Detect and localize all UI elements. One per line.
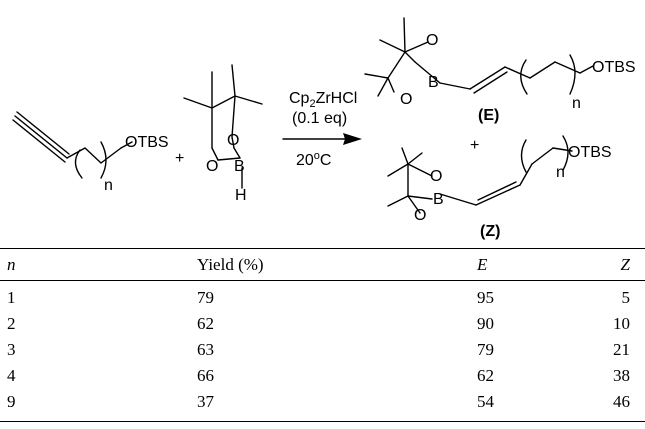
cell-yield: 63 [197,340,214,359]
product-E-boron: B [428,74,439,91]
reagent-hydrogen: H [235,187,247,204]
reaction-scheme: OTBS n + O O B H Cp2ZrHCl (0.1 eq) 20oC … [12,17,636,240]
cell-n: 9 [7,392,16,411]
table-row: 4 66 62 38 [0,363,645,389]
product-E-otbs-label: OTBS [592,59,636,76]
product-E-oxygen-bottom: O [400,91,412,108]
product-Z-otbs-label: OTBS [568,144,612,161]
cell-e: 54 [477,392,494,411]
header-yield: Yield (%) [197,254,264,274]
cell-n: 1 [7,288,16,307]
temperature-label: 20oC [296,150,331,169]
cell-yield: 66 [197,366,214,385]
header-z: Z [620,254,630,274]
cell-n: 2 [7,314,16,333]
cell-z: 5 [621,288,631,307]
reagent-boron: B [234,158,245,175]
alkyne-triple-bond [12,111,70,163]
product-E-label: (E) [478,107,499,124]
product-E-oxygen-top: O [426,32,438,49]
table-header-row: n Yield (%) E Z [0,248,645,281]
cell-e: 95 [477,288,494,307]
cell-yield: 37 [197,392,214,411]
reactant-plus-sign: + [175,150,184,167]
catalyst-label: Cp2ZrHCl [289,90,357,110]
cell-z: 46 [613,392,630,411]
reagent-ring-oxygen-left: O [206,158,218,175]
cell-e: 62 [477,366,494,385]
product-Z-oxygen-bottom: O [414,207,426,224]
pinacolborane-structure [183,64,263,189]
reaction-arrow-head [343,133,362,145]
reagent-ring-oxygen-top: O [227,132,239,149]
table-row: 9 37 54 46 [0,389,645,422]
product-E-n-label: n [572,95,581,112]
cell-e: 79 [477,340,494,359]
alkyne-chain [66,147,122,164]
table-row: 2 62 90 10 [0,311,645,337]
product-Z-structure [387,147,573,214]
reactant1-otbs-label: OTBS [125,134,169,151]
cell-z: 21 [613,340,630,359]
catalyst-amount: (0.1 eq) [292,110,347,127]
product-E-structure [364,17,594,97]
cell-n: 3 [7,340,16,359]
product-Z-label: (Z) [480,223,500,240]
results-table: n Yield (%) E Z 1 79 95 5 2 62 90 10 3 6… [0,248,645,422]
product-E-bracket-right [569,54,576,95]
alkyne-chain-to-O [120,141,133,149]
cell-n: 4 [7,366,16,385]
product-Z-bracket-left [520,139,527,173]
alkyne-repeat-bracket-left [74,149,83,179]
product-E-bracket-left [520,59,528,95]
cell-z: 38 [613,366,630,385]
product-Z-oxygen-top: O [430,168,442,185]
header-e: E [477,254,488,274]
reactant1-n-label: n [104,177,113,194]
header-n: n [7,254,16,274]
table-row: 1 79 95 5 [0,281,645,312]
product-Z-bracket-right [562,135,569,171]
results-table-container: n Yield (%) E Z 1 79 95 5 2 62 90 10 3 6… [0,248,645,422]
cell-yield: 79 [197,288,214,307]
product-Z-n-label: n [556,164,565,181]
product-Z-boron: B [433,191,444,208]
table-row: 3 63 79 21 [0,337,645,363]
cell-e: 90 [477,314,494,333]
product-plus-sign: + [470,137,479,154]
cell-z: 10 [613,314,630,333]
alkyne-repeat-bracket-right [100,141,107,179]
cell-yield: 62 [197,314,214,333]
